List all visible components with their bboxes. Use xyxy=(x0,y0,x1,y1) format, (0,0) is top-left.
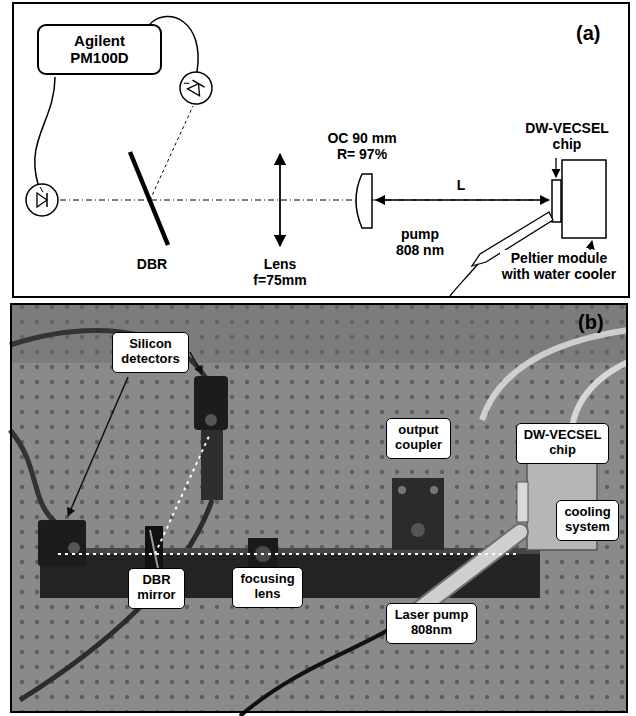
part-label: pump 808 nm xyxy=(392,226,448,258)
pump-cable xyxy=(450,264,478,296)
panel-frame: (b) Silicon detectors output coupler DW-VEC… xyxy=(10,303,628,713)
output-coupler xyxy=(356,174,372,228)
box-text: Agilent PM100D xyxy=(63,32,137,67)
callout-box: Laser pump 808nm xyxy=(386,603,477,644)
callout-box: focusing lens xyxy=(232,567,303,608)
leader-line xyxy=(590,241,592,250)
leader-line xyxy=(190,352,202,374)
box-text: focusing lens xyxy=(238,572,298,602)
part-label: Peltier module with water cooler xyxy=(500,250,618,282)
reflected-beam xyxy=(150,106,193,200)
callout-box: DW-VECSEL chip xyxy=(516,423,609,464)
callout-box: cooling system xyxy=(556,500,619,541)
peltier-module xyxy=(562,160,606,238)
instrument-box: Agilent PM100D xyxy=(37,24,162,75)
vecsel-chip xyxy=(552,180,561,222)
box-text: DBR mirror xyxy=(134,573,180,603)
photodiode-symbol xyxy=(26,184,58,216)
detector-wire xyxy=(35,77,55,184)
callout-box: DBR mirror xyxy=(128,568,185,609)
callout-box: Silicon detectors xyxy=(112,332,189,373)
leader-line xyxy=(68,377,128,516)
part-label: Lens f=75mm xyxy=(250,256,310,288)
box-text: output coupler xyxy=(392,423,446,453)
dimension-label: L xyxy=(454,177,468,193)
panel-tag: (a) xyxy=(576,22,600,45)
box-text: cooling system xyxy=(562,505,614,535)
laser-beam xyxy=(60,200,550,201)
photodiode-symbol xyxy=(174,66,218,110)
leader-line xyxy=(555,158,556,177)
part-label: DW-VECSEL chip xyxy=(522,120,612,152)
setup-photo xyxy=(10,303,628,716)
part-label: OC 90 mm R= 97% xyxy=(322,130,402,162)
panel-tag: (b) xyxy=(578,311,604,334)
lens-symbol xyxy=(279,154,281,246)
callout-box: output coupler xyxy=(386,418,451,459)
dbr-mirror xyxy=(130,152,168,245)
box-text: Silicon detectors xyxy=(118,337,184,367)
box-text: Laser pump 808nm xyxy=(392,608,472,638)
part-label: DBR xyxy=(134,256,170,272)
box-text: DW-VECSEL chip xyxy=(522,428,604,458)
length-arrow xyxy=(376,199,549,201)
